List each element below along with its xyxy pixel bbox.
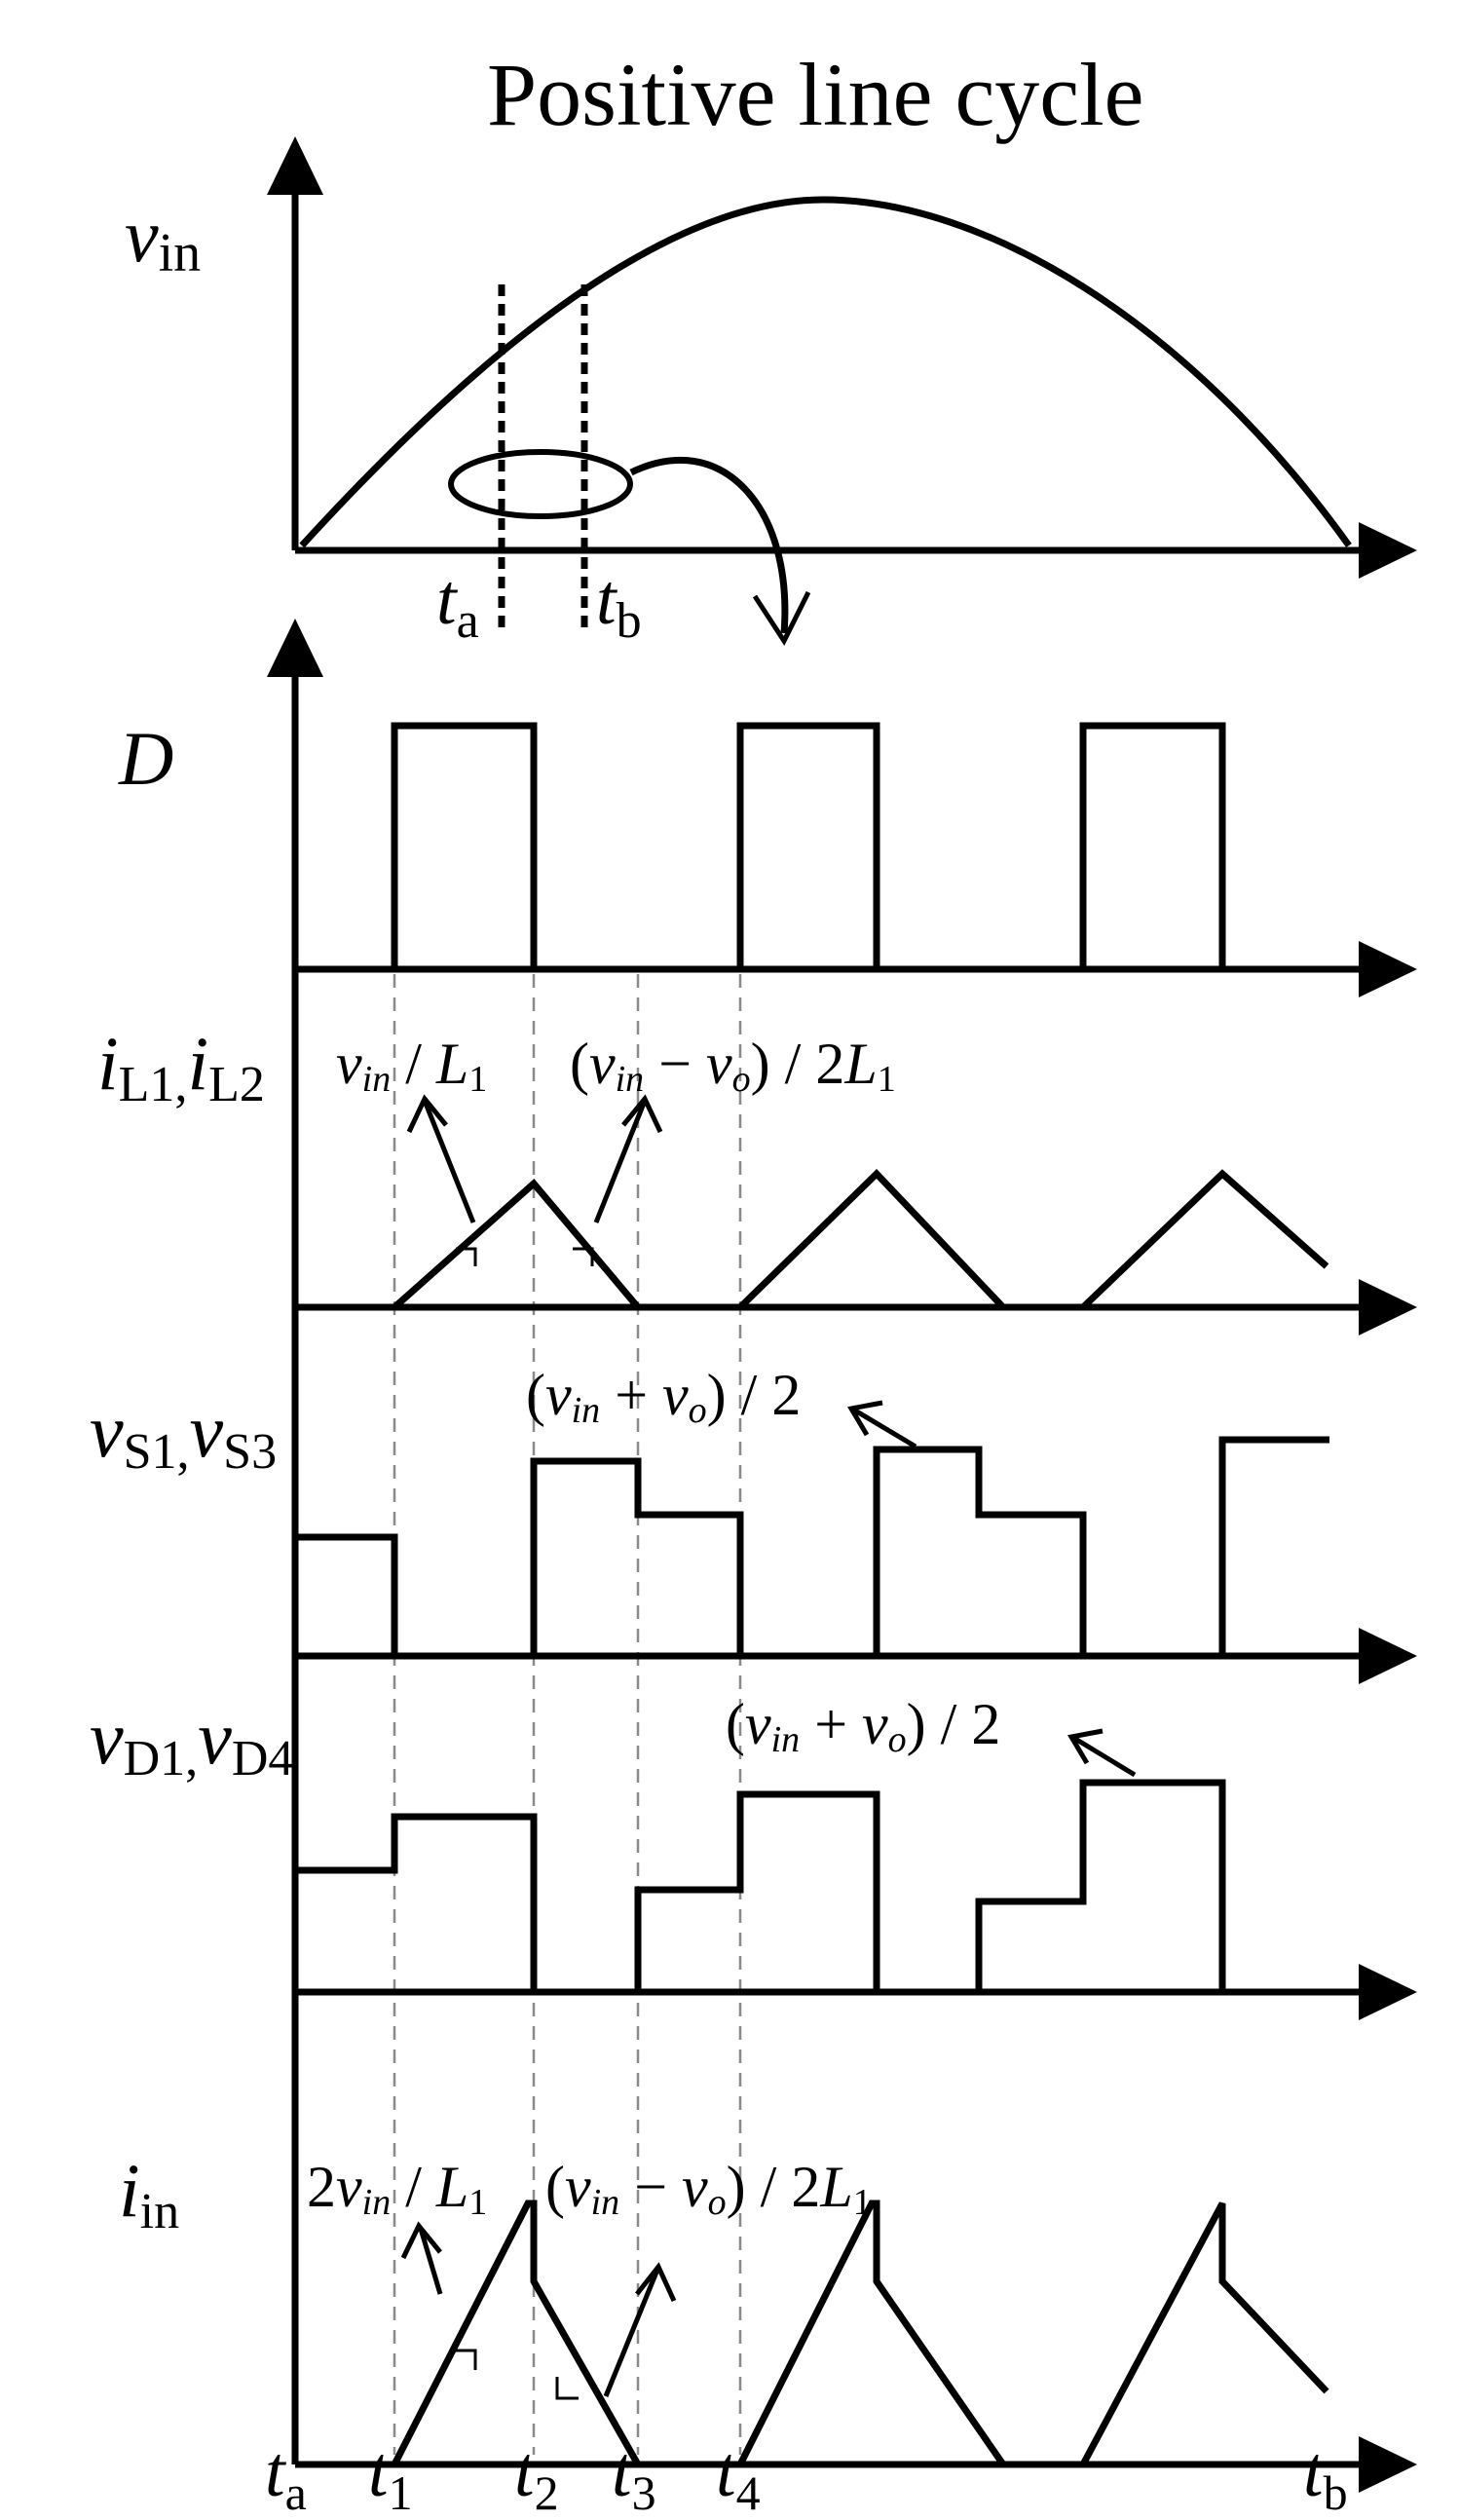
vd-segment-3 [975, 1779, 1226, 1992]
il-rise-pointer-head [406, 1094, 448, 1134]
vs-pointer-head [847, 1400, 883, 1437]
vin-label: vin [125, 193, 201, 283]
iin-label: iin [119, 2148, 179, 2239]
duty-panel: D [118, 716, 1417, 997]
vin-plot: vin ta tb [125, 136, 1417, 649]
duty-label: D [118, 716, 173, 801]
vs-label: vS1,vS3 [90, 1388, 277, 1480]
il-fall-pointer [593, 1100, 648, 1223]
timing-guides [393, 974, 742, 2455]
vd-pointer-head [1067, 1728, 1104, 1765]
vs-segment-4 [1218, 1436, 1329, 1656]
vin-sine-curve [299, 196, 1352, 548]
vs-segment-3 [873, 1446, 1087, 1656]
diode-voltage-panel: (vin + vo) / 2 vD1,vD4 [90, 1692, 1417, 2020]
vd-pointer [1073, 1736, 1137, 1778]
il-rise-pointer [422, 1100, 476, 1223]
il-fall-pointer-head [621, 1094, 663, 1134]
time-axis-labels: ta t1 t2 t3 t4 tb [265, 2432, 1348, 2520]
il-rise-slope-mark [456, 1247, 477, 1266]
vs-pointer [853, 1408, 917, 1449]
duty-pulse-1 [391, 722, 538, 969]
vs-x-axis-arrow [1359, 1628, 1417, 1684]
switch-voltage-panel: (vin + vo) / 2 vS1,vS3 [90, 1363, 1417, 1684]
iin-x-axis-arrow [1359, 2436, 1417, 2493]
tb-label: tb [596, 560, 642, 649]
iin-fall-slope-mark [555, 2377, 579, 2400]
iin-rise-slope-mark [456, 2349, 477, 2370]
time-label-t1: t1 [368, 2432, 413, 2520]
vd-x-axis-arrow [1359, 1964, 1417, 2020]
il-fall-slope-mark [573, 1247, 594, 1266]
vd-segment-1 [295, 1813, 538, 1992]
il-triangle-3 [1080, 1169, 1329, 1310]
time-label-ta: ta [265, 2432, 307, 2520]
vs-segment-2 [530, 1457, 744, 1656]
duty-pulse-3 [1079, 722, 1226, 969]
il-label: iL1,iL2 [97, 1021, 265, 1112]
vd-label: vD1,vD4 [90, 1695, 293, 1787]
duty-pulse-2 [736, 722, 880, 969]
zoom-ellipse [448, 449, 633, 519]
time-label-t2: t2 [514, 2432, 559, 2520]
zoom-arrow-curve [629, 457, 789, 634]
time-label-t3: t3 [612, 2432, 656, 2520]
iin-fall-pointer-head [635, 2262, 677, 2303]
iin-rise-formula: 2vin / L1 [307, 2155, 487, 2223]
il-fall-formula: (vin − vo) / 2L1 [570, 1032, 896, 1100]
iin-fall-pointer [603, 2269, 660, 2397]
input-current-panel: 2vin / L1 (vin − vo) / 2L1 iin [119, 2148, 1417, 2493]
iin-triangle-3 [1079, 2201, 1329, 2466]
iin-rise-pointer-head [400, 2221, 442, 2260]
diagram-title: Positive line cycle [487, 45, 1144, 144]
il-rise-formula: vin / L1 [336, 1032, 487, 1100]
il-triangle-1 [392, 1178, 641, 1310]
ta-label: ta [436, 560, 479, 649]
il-x-axis-arrow [1359, 1279, 1417, 1335]
duty-x-axis-arrow [1359, 941, 1417, 997]
time-label-t4: t4 [716, 2432, 761, 2520]
inductor-current-panel: vin / L1 (vin − vo) / 2L1 iL1,iL2 [97, 1021, 1417, 1335]
iin-fall-formula: (vin − vo) / 2L1 [545, 2155, 872, 2223]
il-triangle-2 [737, 1169, 1006, 1310]
iin-rise-pointer [418, 2228, 443, 2295]
vd-level-formula: (vin + vo) / 2 [726, 1692, 1000, 1760]
lower-y-axis-arrow [267, 619, 323, 677]
zoom-arrow-head [752, 590, 811, 647]
vin-y-axis-arrow [267, 136, 323, 195]
iin-triangle-2 [736, 2200, 1006, 2466]
iin-triangle-1 [391, 2200, 642, 2466]
vd-segment-2 [634, 1790, 880, 1992]
vs-segment-1 [295, 1533, 398, 1656]
vin-x-axis-arrow [1359, 522, 1417, 579]
time-label-tb: tb [1303, 2432, 1348, 2520]
vs-level-formula: (vin + vo) / 2 [526, 1363, 801, 1431]
